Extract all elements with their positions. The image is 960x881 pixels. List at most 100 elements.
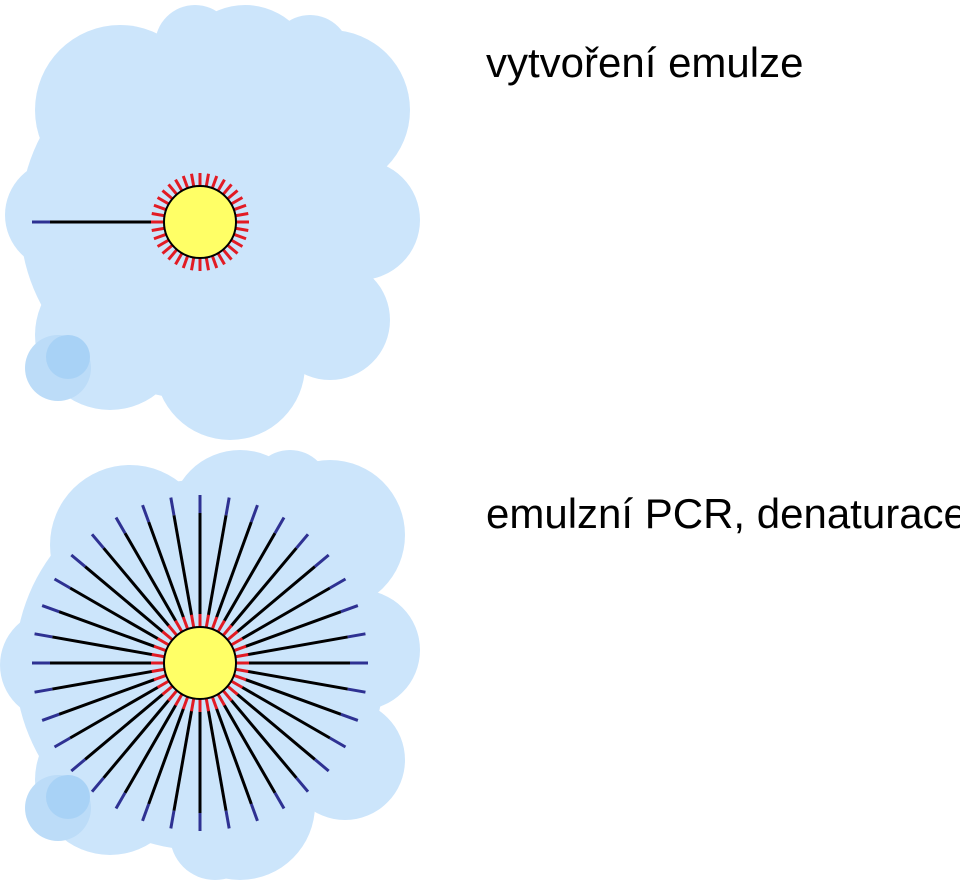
primer — [151, 212, 165, 218]
caption-emulsion-pcr: emulzní PCR, denaturace — [486, 490, 960, 537]
dna-strand-tip — [329, 736, 347, 749]
primer — [161, 684, 174, 696]
dna-strand-tip — [41, 712, 60, 722]
dna-strand — [244, 610, 342, 648]
dna-strand-tip — [141, 504, 151, 523]
dna-strand-tip — [249, 803, 259, 822]
dna-strand — [222, 703, 277, 794]
caption-emulsion-creation: vytvoření emulze — [486, 39, 804, 86]
dna-strand-tip — [34, 687, 53, 694]
primer — [210, 616, 219, 630]
primer — [230, 679, 244, 689]
bead — [163, 185, 237, 259]
dna-strand — [229, 698, 298, 779]
primer — [181, 696, 190, 710]
primer — [204, 173, 210, 187]
primer — [204, 614, 210, 628]
dna-strand — [240, 685, 331, 740]
dna-strand — [247, 635, 348, 657]
dna-strand — [147, 707, 185, 805]
dna-strand-tip — [313, 553, 330, 568]
primer — [181, 175, 190, 189]
primer — [156, 196, 170, 206]
primer — [161, 189, 174, 201]
dna-strand — [244, 678, 342, 716]
dna-strand-tip — [295, 776, 310, 793]
primer — [233, 232, 247, 241]
dna-strand — [69, 586, 160, 641]
dna-strand-tip — [224, 810, 231, 829]
primer — [174, 693, 184, 707]
primer — [151, 226, 165, 232]
primer — [226, 684, 239, 696]
dna-strand — [235, 692, 316, 761]
droplet-2 — [0, 450, 420, 880]
primer — [204, 698, 210, 712]
primer — [151, 667, 165, 673]
dna-strand — [84, 565, 165, 634]
primer — [221, 689, 233, 702]
primer — [221, 624, 233, 637]
primer — [174, 619, 184, 633]
dna-strand-tip — [70, 758, 87, 773]
primer — [153, 644, 167, 653]
dna-strand — [206, 710, 228, 811]
primer — [233, 203, 247, 212]
dna-strand-tip — [34, 632, 53, 639]
droplet-1 — [5, 5, 420, 440]
dna-strand-tip — [169, 497, 176, 516]
primer — [156, 679, 170, 689]
primer — [216, 693, 226, 707]
small-droplet-2-inner — [46, 775, 90, 819]
dna-strand-tip — [41, 604, 60, 614]
primer — [167, 689, 179, 702]
dna-strand — [123, 532, 178, 623]
bead-group-2 — [32, 495, 368, 831]
dna-strand — [206, 515, 228, 616]
dna-strand — [84, 692, 165, 761]
bead-group-1 — [32, 173, 249, 271]
dna-strand — [52, 635, 153, 657]
dna-strand-tip — [340, 604, 359, 614]
primer — [221, 183, 233, 196]
dna-strand-tip — [53, 577, 71, 590]
primer — [156, 238, 170, 248]
dna-strand — [215, 707, 253, 805]
dna-strand — [69, 685, 160, 740]
dna-strand-tip — [90, 776, 105, 793]
primer — [226, 189, 239, 201]
dna-strand — [102, 547, 171, 628]
dna-strand-tip — [249, 504, 259, 523]
dna-strand — [240, 586, 331, 641]
primer — [233, 644, 247, 653]
primer — [216, 252, 226, 266]
dna-strand — [172, 515, 194, 616]
dna-strand — [222, 532, 277, 623]
primer — [230, 238, 244, 248]
primer — [230, 637, 244, 647]
primer — [151, 653, 165, 659]
bead — [163, 626, 237, 700]
dna-strand — [123, 703, 178, 794]
dna-strand — [247, 669, 348, 691]
dna-strand — [58, 610, 156, 648]
dna-strand-tip — [224, 497, 231, 516]
primer — [226, 630, 239, 642]
dna-strand — [229, 547, 298, 628]
primer — [216, 619, 226, 633]
dna-strand-tip — [347, 687, 366, 694]
primer — [161, 630, 174, 642]
primer — [181, 255, 190, 269]
dna-strand-tip — [313, 758, 330, 773]
primer — [210, 175, 219, 189]
primer — [235, 667, 249, 673]
dna-strand-tip — [141, 803, 151, 822]
dna-strand-tip — [114, 792, 127, 810]
dna-strand — [215, 521, 253, 619]
primer — [181, 616, 190, 630]
primer — [221, 248, 233, 261]
dna-strand — [235, 565, 316, 634]
dna-strand-tip — [295, 533, 310, 550]
primer — [190, 614, 196, 628]
